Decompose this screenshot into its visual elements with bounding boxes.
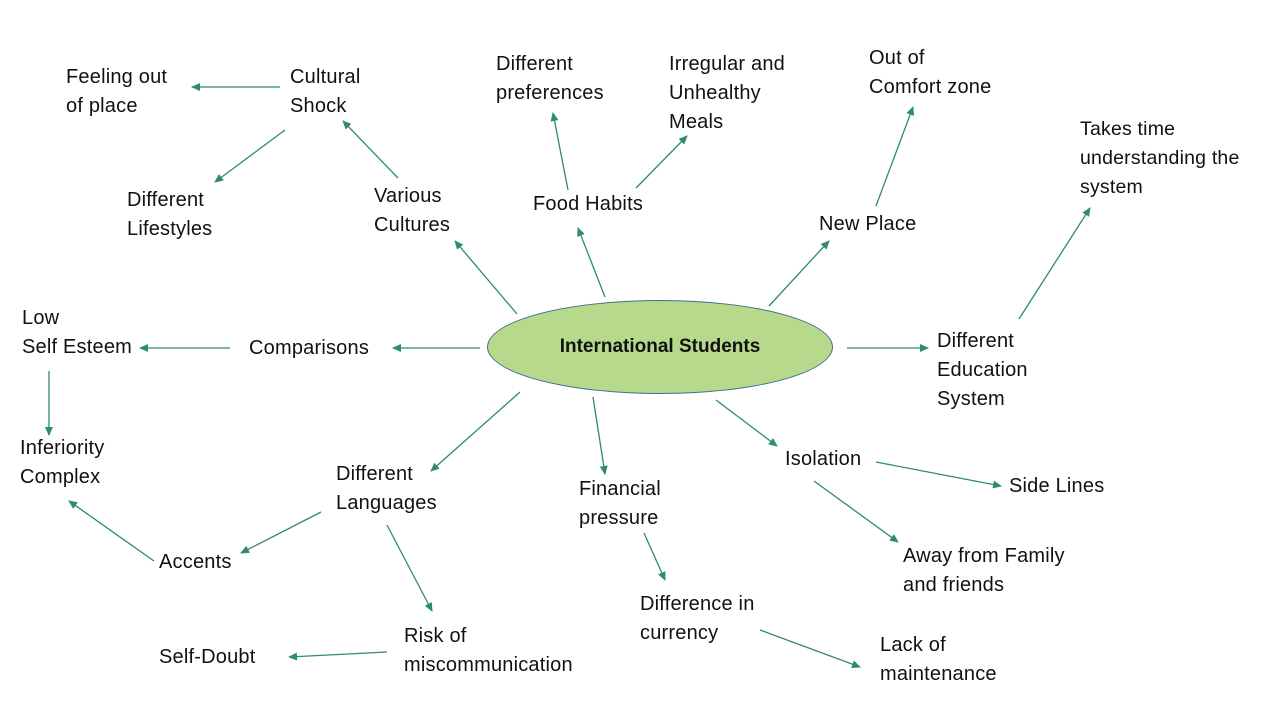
node-different-lifestyles: Different Lifestyles bbox=[127, 189, 213, 240]
arrow-center-to-food-habits bbox=[577, 227, 606, 298]
arrow-center-to-new-place bbox=[768, 240, 830, 307]
arrow-isolation-to-side-lines bbox=[875, 461, 1002, 489]
node-risk-of-miscommunication: Risk of miscommunication bbox=[404, 625, 573, 676]
arrow-food-habits-to-irregular-meals bbox=[635, 135, 688, 189]
central-node: International Students bbox=[487, 300, 833, 394]
node-feeling-out-of-place: Feeling out of place bbox=[66, 66, 168, 117]
arrow-various-cultures-to-cultural-shock bbox=[342, 120, 399, 179]
arrow-center-to-isolation bbox=[715, 399, 778, 447]
node-inferiority-complex: Inferiority Complex bbox=[20, 437, 105, 488]
arrow-center-to-various-cultures bbox=[454, 240, 518, 315]
node-lack-of-maintenance: Lack of maintenance bbox=[880, 634, 997, 685]
arrow-miscommunication-to-self-doubt bbox=[288, 651, 388, 661]
arrow-accents-to-inferiority bbox=[68, 500, 155, 562]
arrow-languages-to-miscommunication bbox=[386, 524, 433, 612]
node-takes-time: Takes time understanding the system bbox=[1080, 118, 1240, 198]
arrow-center-to-financial bbox=[592, 396, 608, 475]
node-accents: Accents bbox=[159, 551, 232, 573]
arrow-cultural-shock-to-lifestyles bbox=[214, 129, 286, 183]
arrow-currency-to-lack-maintenance bbox=[759, 629, 861, 668]
node-new-place: New Place bbox=[819, 213, 917, 235]
node-different-languages: Different Languages bbox=[336, 463, 437, 514]
arrow-new-place-to-comfort-zone bbox=[875, 106, 914, 207]
node-different-education: Different Education System bbox=[937, 330, 1028, 410]
arrow-financial-to-currency bbox=[643, 532, 666, 581]
arrow-education-to-takes-time bbox=[1018, 207, 1091, 320]
arrow-food-habits-to-preferences bbox=[550, 112, 569, 191]
node-self-doubt: Self-Doubt bbox=[159, 646, 256, 668]
central-node-label: International Students bbox=[559, 336, 761, 357]
arrow-languages-to-accents bbox=[240, 511, 322, 554]
arrow-isolation-to-away-from-family bbox=[813, 480, 899, 543]
node-various-cultures: Various Cultures bbox=[374, 185, 451, 236]
node-difference-in-currency: Difference in currency bbox=[640, 593, 755, 644]
node-irregular-meals: Irregular and Unhealthy Meals bbox=[669, 53, 785, 133]
node-low-self-esteem: Low Self Esteem bbox=[22, 307, 133, 358]
node-away-from-family: Away from Family and friends bbox=[903, 545, 1065, 596]
node-comparisons: Comparisons bbox=[249, 337, 370, 359]
node-side-lines: Side Lines bbox=[1009, 475, 1105, 497]
node-food-habits: Food Habits bbox=[533, 193, 644, 215]
arrow-center-to-languages bbox=[430, 391, 521, 472]
node-financial-pressure: Financial pressure bbox=[579, 478, 661, 529]
node-different-preferences: Different preferences bbox=[496, 53, 604, 104]
node-cultural-shock: Cultural Shock bbox=[290, 66, 361, 117]
node-isolation: Isolation bbox=[785, 448, 862, 470]
node-out-of-comfort-zone: Out of Comfort zone bbox=[869, 47, 992, 98]
